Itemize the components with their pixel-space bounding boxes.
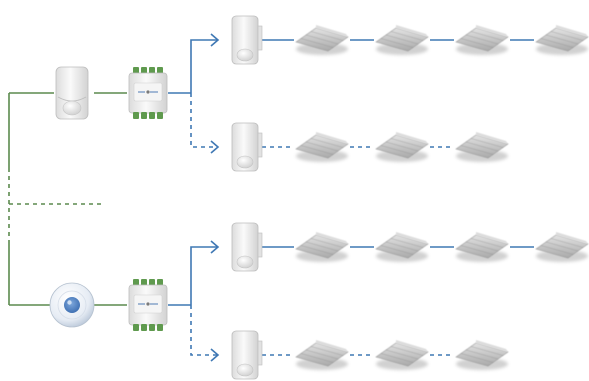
arrow-head-group-1-1 [210, 33, 220, 47]
output-route-group-2-1 [190, 246, 218, 305]
luminaire-icon [535, 232, 589, 262]
slave-detector-icon [231, 122, 263, 172]
luminaire-icon [455, 25, 509, 55]
output-route-group-1-1 [190, 39, 218, 93]
luminaire-icon [375, 232, 429, 262]
ceiling-sensor-icon [49, 282, 95, 328]
presence-detector-icon [55, 66, 89, 120]
din-rail-controller-icon [128, 67, 168, 119]
slave-detector-icon [231, 222, 263, 272]
luminaire-icon [375, 132, 429, 162]
slave-detector-icon [231, 330, 263, 380]
luminaire-icon [375, 340, 429, 370]
arrow-head-group-2-2 [210, 348, 220, 362]
slave-detector-icon [231, 15, 263, 65]
luminaire-icon [295, 232, 349, 262]
luminaire-icon [295, 132, 349, 162]
output-route-group-2-2 [190, 305, 218, 356]
luminaire-icon [455, 340, 509, 370]
luminaire-icon [455, 232, 509, 262]
luminaire-icon [535, 25, 589, 55]
luminaire-icon [375, 25, 429, 55]
luminaire-icon [295, 340, 349, 370]
arrow-head-group-2-1 [210, 240, 220, 254]
arrow-head-group-1-2 [210, 140, 220, 154]
output-route-group-1-2 [190, 93, 218, 148]
luminaire-icon [455, 132, 509, 162]
din-rail-controller-icon [128, 279, 168, 331]
luminaire-icon [295, 25, 349, 55]
